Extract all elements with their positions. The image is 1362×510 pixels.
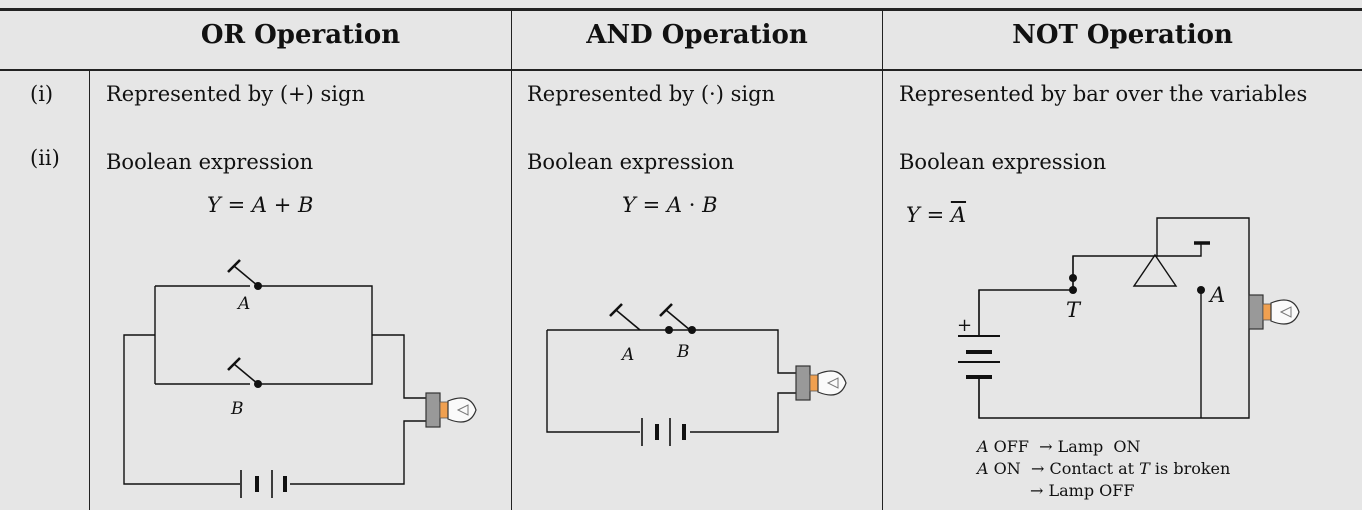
- and-circuit: [546, 302, 847, 446]
- header-not: NOT Operation: [1012, 20, 1233, 50]
- not-boolean-label: Boolean expression: [899, 150, 1107, 174]
- table-top-border: [0, 8, 1362, 11]
- and-switch-b-label: B: [676, 342, 690, 362]
- and-boolean-label: Boolean expression: [527, 150, 735, 174]
- and-switch-a-label: A: [620, 345, 634, 365]
- not-note-line-2: A ON → Contact at T is broken: [977, 459, 1231, 478]
- or-switch-a-label: A: [236, 294, 250, 314]
- not-circuit: [958, 217, 1300, 419]
- row-number-2: (ii): [30, 146, 60, 170]
- not-switch-a-label: A: [1208, 283, 1225, 307]
- or-representation: Represented by (+) sign: [106, 82, 365, 106]
- or-switch-b-label: B: [230, 399, 244, 419]
- header-and: AND Operation: [586, 20, 808, 50]
- battery-plus-label: +: [957, 315, 972, 336]
- not-note-line-1: A OFF → Lamp ON: [977, 437, 1141, 456]
- header-or: OR Operation: [200, 20, 401, 50]
- col-divider-1: [89, 71, 90, 510]
- not-expression: Y = A: [906, 203, 967, 227]
- not-representation: Represented by bar over the variables: [899, 82, 1308, 106]
- not-contact-t-label: T: [1066, 298, 1082, 322]
- header-divider: [0, 69, 1362, 71]
- or-circuit: [123, 258, 477, 498]
- and-expression: Y = A · B: [622, 193, 718, 217]
- and-representation: Represented by (·) sign: [527, 82, 776, 106]
- col-divider-2: [511, 11, 512, 510]
- or-boolean-label: Boolean expression: [106, 150, 314, 174]
- col-divider-3: [882, 11, 883, 510]
- row-number-1: (i): [30, 82, 54, 106]
- not-note-line-3: → Lamp OFF: [1030, 481, 1135, 500]
- or-expression: Y = A + B: [207, 193, 314, 217]
